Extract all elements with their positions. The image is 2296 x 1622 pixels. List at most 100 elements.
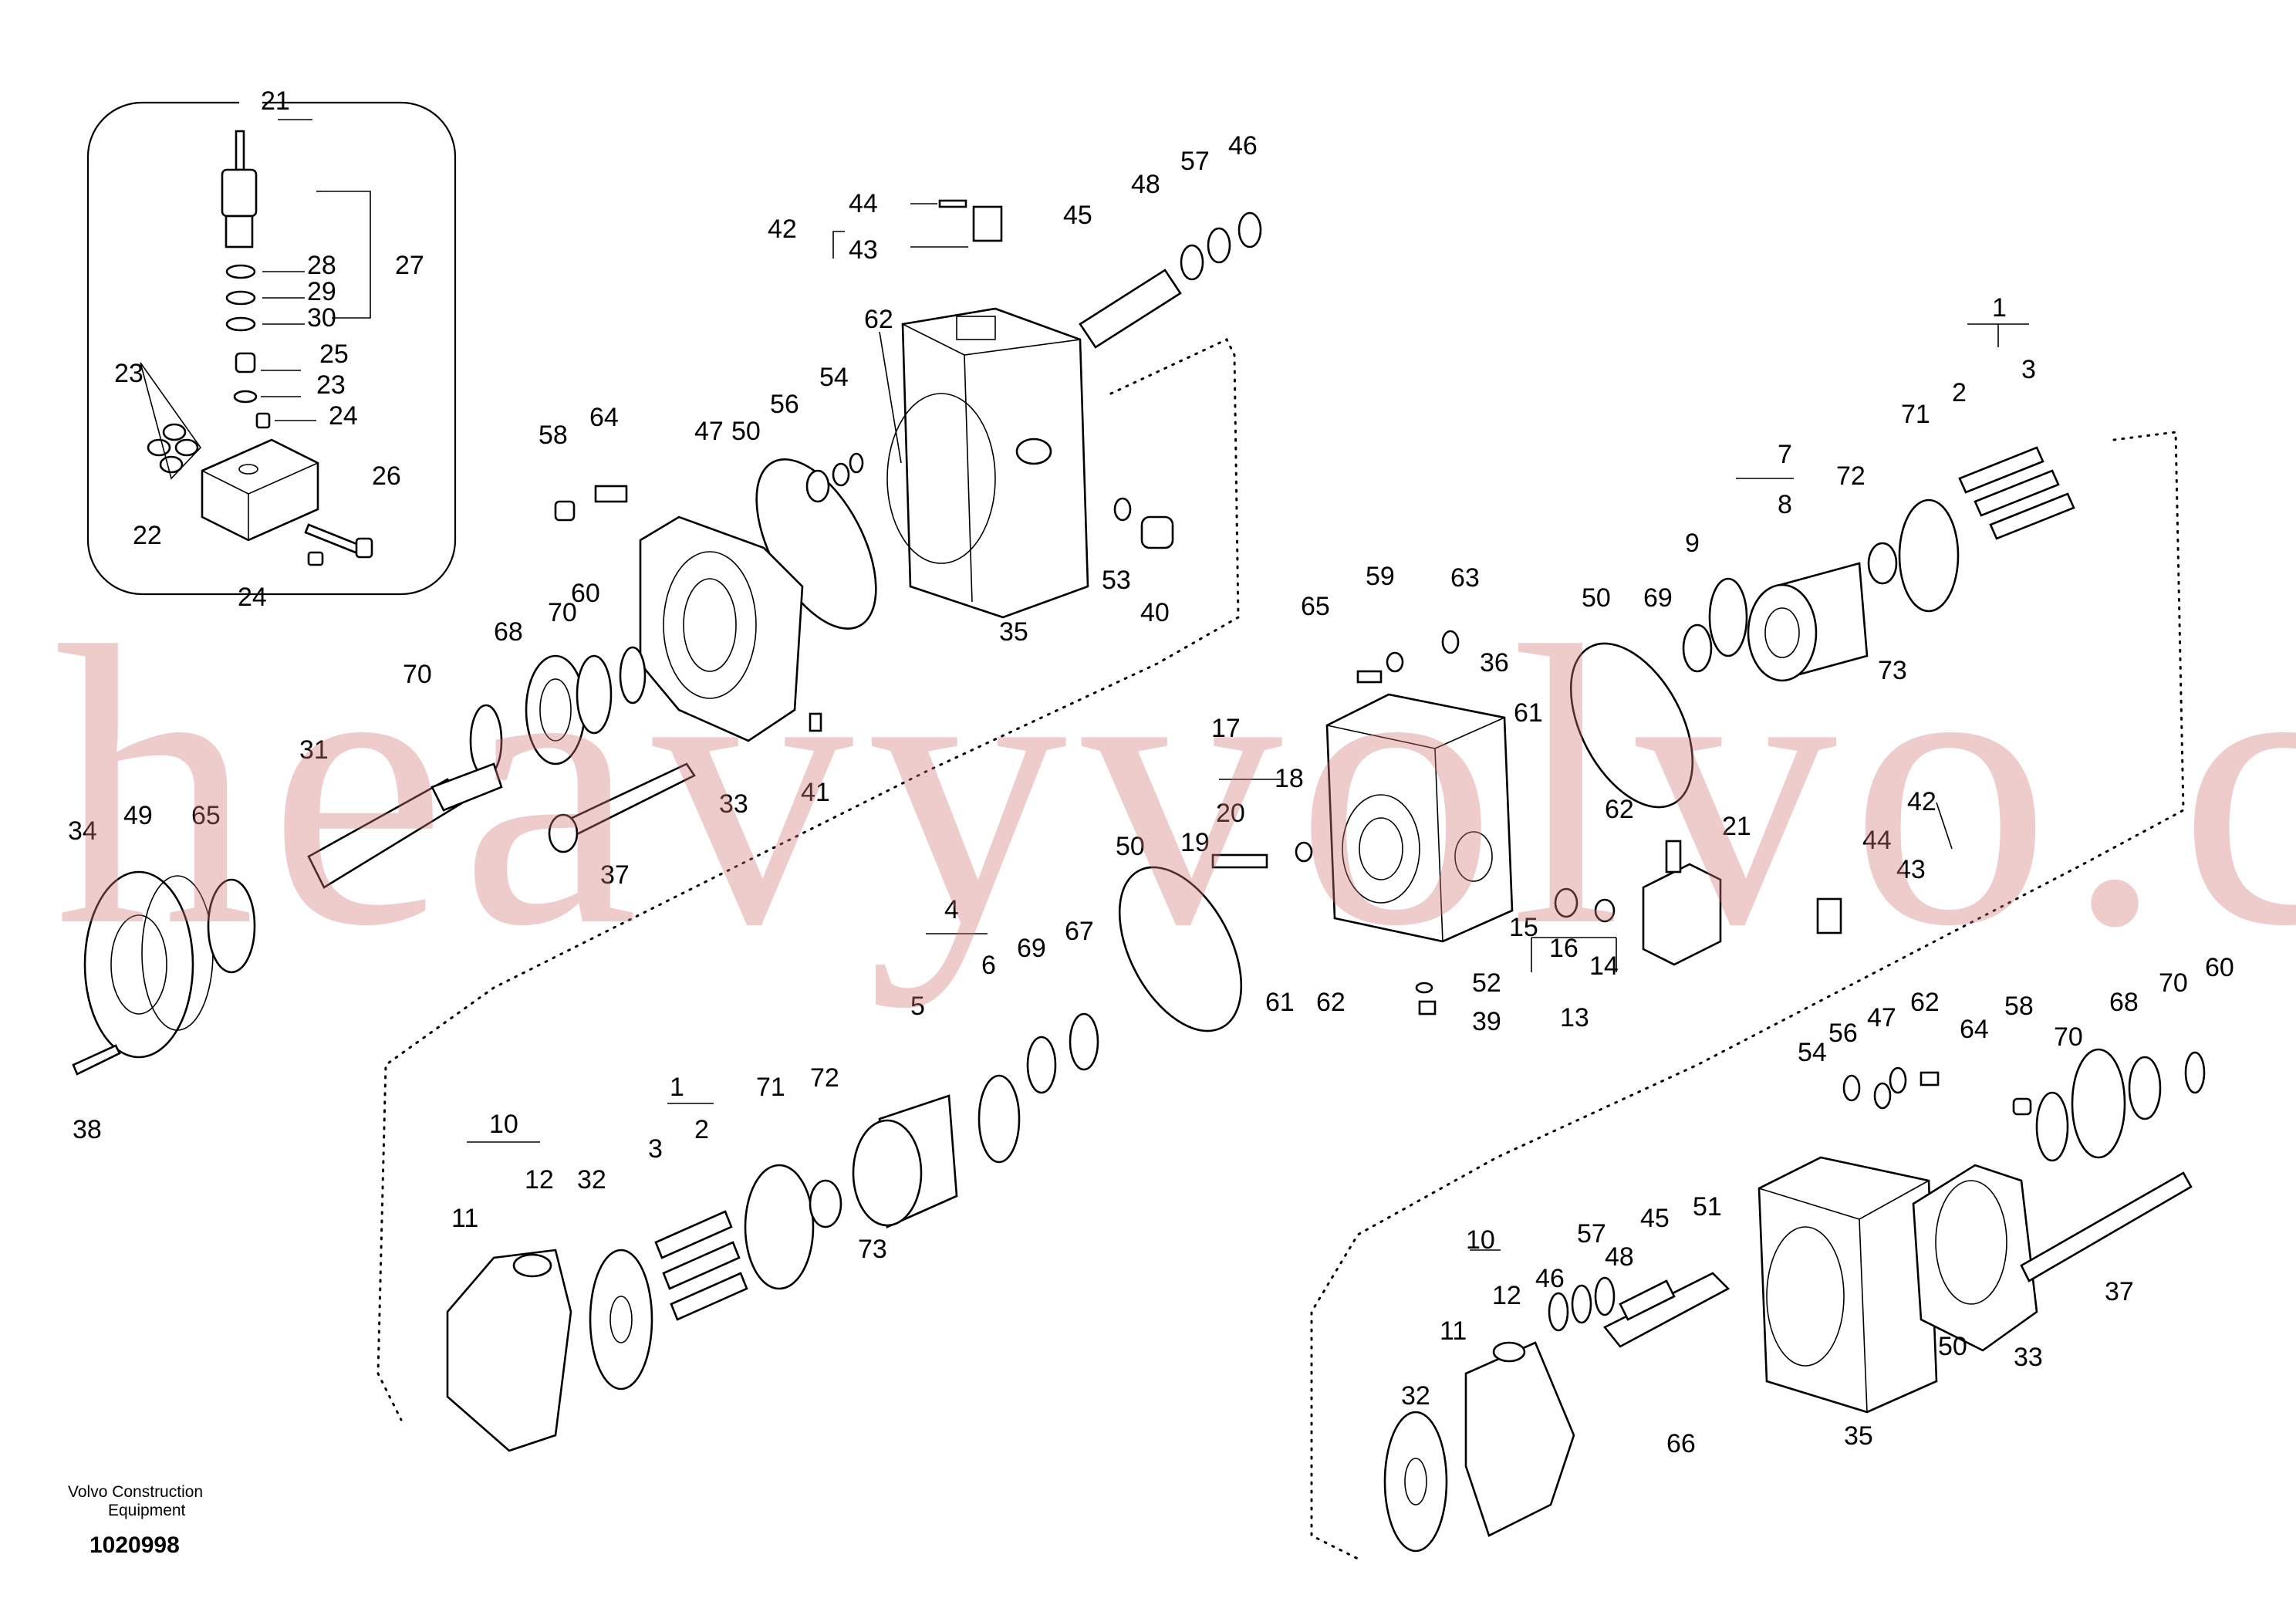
callout-label: 37 — [600, 860, 630, 890]
callout-label: 30 — [307, 303, 336, 333]
callout-label: 49 — [123, 801, 153, 830]
callout-label: 26 — [372, 461, 401, 491]
callout-label: 2 — [694, 1115, 709, 1144]
drawing-number: 1020998 — [89, 1532, 180, 1558]
callout-label: 4 — [944, 895, 959, 924]
callout-label: 71 — [1901, 400, 1930, 429]
callout-label: 29 — [307, 277, 336, 306]
callout-label: 39 — [1472, 1007, 1501, 1036]
callout-label: 1 — [1992, 293, 2007, 323]
callout-label: 46 — [1535, 1264, 1565, 1293]
callout-label: 15 — [1509, 913, 1538, 942]
callout-label: 43 — [849, 235, 878, 265]
callout-label: 40 — [1140, 598, 1170, 627]
callout-label: 60 — [571, 579, 600, 608]
callout-label: 18 — [1275, 764, 1304, 793]
callout-label: 48 — [1605, 1242, 1634, 1272]
callout-label: 24 — [238, 583, 267, 612]
callout-label: 3 — [2021, 355, 2036, 384]
piston-set-lower — [654, 1210, 748, 1321]
callout-label: 44 — [849, 189, 878, 218]
callout-label: 42 — [768, 215, 797, 244]
center-assembly — [1118, 446, 2075, 1032]
leader-lines — [261, 119, 2029, 1251]
callout-label: 47 — [1867, 1003, 1896, 1032]
callout-label: 45 — [1640, 1204, 1670, 1233]
callout-label: 33 — [719, 789, 748, 819]
callout-label: 14 — [1589, 951, 1619, 981]
regulator-inset — [86, 100, 457, 596]
callout-label: 45 — [1063, 201, 1092, 230]
assembly-boundaries — [376, 338, 2185, 1560]
callout-label: 5 — [910, 992, 925, 1021]
callout-label: 65 — [1301, 592, 1330, 621]
callout-label: 17 — [1211, 714, 1241, 743]
callout-label: 10 — [1466, 1225, 1495, 1255]
callout-label: 8 — [1778, 490, 1792, 519]
callout-label: 68 — [494, 617, 523, 647]
callout-label: 56 — [770, 390, 799, 419]
callout-label: 42 — [1907, 787, 1936, 816]
callout-label: 47 — [694, 417, 724, 446]
callout-label: 50 — [1938, 1332, 1967, 1361]
callout-label: 6 — [981, 951, 996, 980]
callout-label: 72 — [810, 1063, 839, 1093]
callout-label: 12 — [525, 1165, 554, 1195]
callout-label: 54 — [819, 363, 849, 392]
callout-label: 23 — [316, 370, 346, 400]
callout-label: 27 — [395, 251, 424, 280]
callout-label: 68 — [2109, 988, 2139, 1017]
callout-label: 73 — [858, 1235, 887, 1264]
callout-label: 61 — [1514, 698, 1543, 728]
callout-label: 70 — [548, 598, 577, 627]
callout-label: 53 — [1102, 566, 1131, 595]
callout-label: 19 — [1180, 828, 1210, 857]
callout-label: 50 — [1116, 832, 1145, 861]
callout-label: 62 — [1910, 988, 1940, 1017]
callout-label: 21 — [1722, 812, 1751, 841]
callouts: 21 27 28 29 30 25 23 24 26 22 23 24 42 4… — [68, 86, 2234, 1458]
callout-label: 70 — [2054, 1022, 2083, 1052]
callout-label: 62 — [864, 305, 893, 334]
company-name-line2: Equipment — [108, 1502, 186, 1519]
callout-label: 51 — [1693, 1192, 1722, 1222]
callout-label: 2 — [1952, 378, 1967, 407]
callout-label: 25 — [319, 340, 349, 369]
callout-label: 3 — [648, 1134, 663, 1164]
callout-label: 24 — [329, 401, 358, 431]
callout-label: 46 — [1228, 131, 1258, 161]
callout-label: 28 — [307, 251, 336, 280]
piston-set-upper — [1958, 446, 2075, 540]
callout-label: 62 — [1605, 795, 1634, 824]
callout-label: 54 — [1798, 1038, 1827, 1067]
callout-label: 41 — [801, 778, 830, 807]
callout-label: 22 — [133, 521, 162, 550]
callout-label: 67 — [1065, 917, 1094, 946]
callout-label: 38 — [73, 1115, 102, 1144]
callout-label: 70 — [2159, 968, 2188, 998]
callout-label: 20 — [1216, 799, 1245, 828]
callout-label: 10 — [489, 1110, 518, 1139]
callout-label: 64 — [1960, 1015, 1989, 1044]
callout-label: 63 — [1450, 563, 1480, 593]
callout-label: 69 — [1017, 934, 1046, 963]
callout-label: 13 — [1560, 1003, 1589, 1032]
callout-label: 11 — [1440, 1316, 1467, 1346]
callout-label: 59 — [1366, 562, 1395, 591]
callout-label: 12 — [1492, 1281, 1521, 1310]
callout-label: 9 — [1685, 529, 1700, 558]
callout-label: 61 — [1265, 988, 1295, 1017]
callout-label: 58 — [2004, 992, 2034, 1021]
callout-label: 7 — [1778, 440, 1792, 469]
callout-label: 11 — [451, 1204, 478, 1233]
callout-label: 16 — [1549, 934, 1578, 963]
callout-label: 57 — [1180, 147, 1210, 176]
callout-label: 72 — [1836, 461, 1866, 491]
callout-label: 66 — [1666, 1429, 1696, 1458]
callout-label: 50 — [731, 417, 761, 446]
callout-label: 70 — [403, 660, 432, 689]
callout-label: 60 — [2205, 953, 2234, 982]
callout-label: 36 — [1480, 648, 1509, 678]
callout-label: 37 — [2105, 1277, 2134, 1306]
